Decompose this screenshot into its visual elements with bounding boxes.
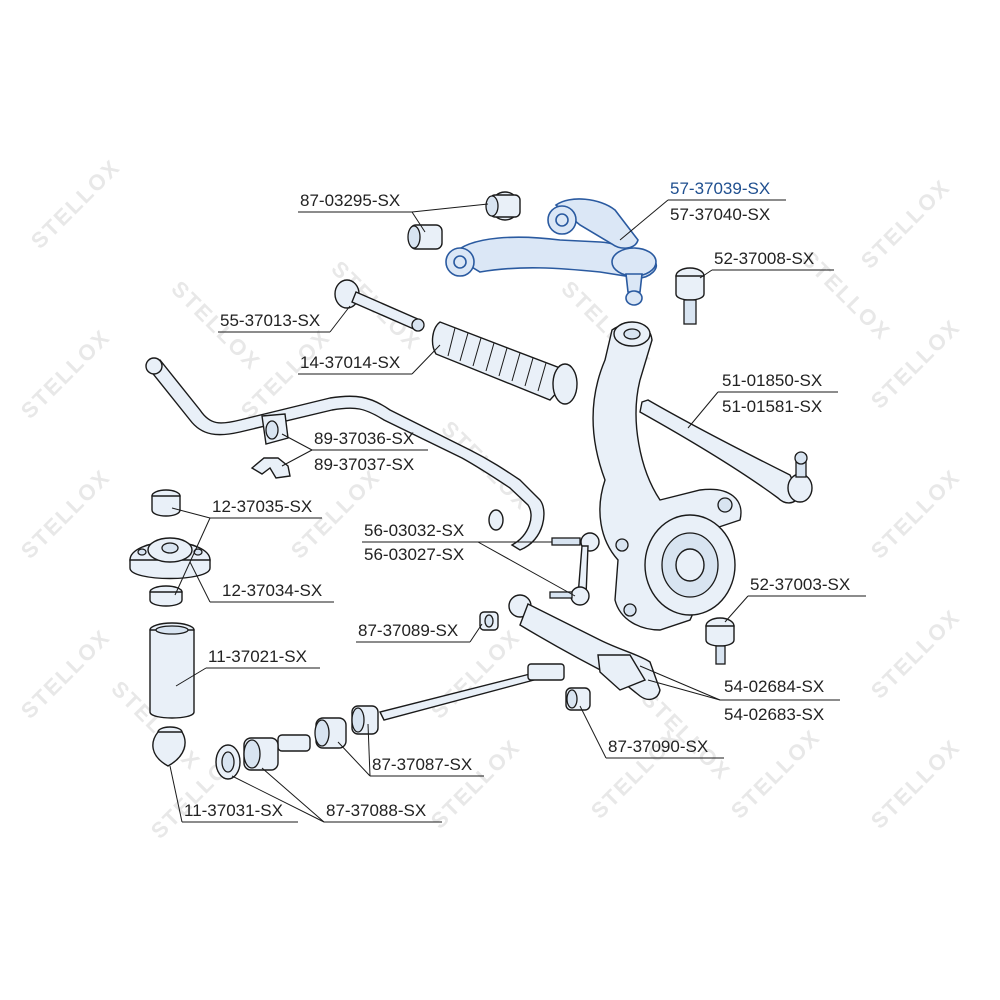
- stabilizer-bushing-89-37036[interactable]: [261, 413, 289, 445]
- tie-rod-55-37013[interactable]: [334, 279, 425, 332]
- watermark-text: STELLOX: [16, 624, 115, 723]
- watermark-text: STELLOX: [16, 324, 115, 423]
- label-56-03027[interactable]: 56-03027-SX: [364, 545, 464, 564]
- label-87-37088[interactable]: 87-37088-SX: [326, 801, 426, 820]
- label-55-37013[interactable]: 55-37013-SX: [220, 311, 320, 330]
- watermark-text: STELLOX: [26, 154, 125, 253]
- label-54-02684[interactable]: 54-02684-SX: [724, 677, 824, 696]
- label-89-37037[interactable]: 89-37037-SX: [314, 455, 414, 474]
- leader-lines: [169, 199, 866, 823]
- ball-joint-52-37008[interactable]: [675, 267, 705, 325]
- lower-arm-rod[interactable]: [378, 663, 565, 721]
- steering-boot-14-37014[interactable]: [431, 321, 578, 405]
- watermark-text: STELLOX: [426, 734, 525, 833]
- label-51-01850[interactable]: 51-01850-SX: [722, 371, 822, 390]
- watermark-text: STELLOX: [726, 724, 825, 823]
- strut-mount-12-37034[interactable]: [129, 537, 211, 607]
- bushing-87-37090[interactable]: [565, 687, 591, 711]
- label-56-03032[interactable]: 56-03032-SX: [364, 521, 464, 540]
- steering-knuckle[interactable]: [592, 321, 742, 631]
- dust-boot-11-37021[interactable]: [149, 622, 195, 719]
- mount-rubber-12-37035[interactable]: [151, 489, 181, 517]
- label-11-37021[interactable]: 11-37021-SX: [208, 647, 307, 666]
- watermark-text: STELLOX: [866, 464, 965, 563]
- label-14-37014[interactable]: 14-37014-SX: [300, 353, 400, 372]
- label-87-03295[interactable]: 87-03295-SX: [300, 191, 400, 210]
- label-87-37087[interactable]: 87-37087-SX: [372, 755, 472, 774]
- watermark-text: STELLOX: [16, 464, 115, 563]
- watermark-text: STELLOX: [866, 604, 965, 703]
- label-87-37090[interactable]: 87-37090-SX: [608, 737, 708, 756]
- bushing-87-03295-lower[interactable]: [407, 224, 443, 250]
- bushing-87-37087-a[interactable]: [351, 705, 379, 735]
- label-51-01581[interactable]: 51-01581-SX: [722, 397, 822, 416]
- label-57-37040[interactable]: 57-37040-SX: [670, 205, 770, 224]
- label-87-37089[interactable]: 87-37089-SX: [358, 621, 458, 640]
- label-52-37003[interactable]: 52-37003-SX: [750, 575, 850, 594]
- upper-control-arm-57-37039[interactable]: [445, 198, 657, 306]
- label-52-37008[interactable]: 52-37008-SX: [714, 249, 814, 268]
- bushing-87-03295-upper[interactable]: [485, 191, 521, 221]
- stabilizer-link-56-03032[interactable]: [549, 532, 600, 606]
- bump-stop-11-37031[interactable]: [152, 726, 186, 767]
- label-57-37039[interactable]: 57-37039-SX: [670, 179, 770, 198]
- label-11-37031[interactable]: 11-37031-SX: [184, 801, 283, 820]
- stabilizer-bracket-89-37037[interactable]: [250, 457, 291, 479]
- part-labels: 87-03295-SX 57-37039-SX 57-37040-SX 52-3…: [184, 179, 850, 820]
- label-12-37034[interactable]: 12-37034-SX: [222, 581, 322, 600]
- ball-joint-52-37003[interactable]: [705, 617, 735, 665]
- tie-rod-end-51-01850[interactable]: [639, 399, 813, 504]
- label-89-37036[interactable]: 89-37036-SX: [314, 429, 414, 448]
- label-54-02683[interactable]: 54-02683-SX: [724, 705, 824, 724]
- bushing-87-37087-b[interactable]: [277, 717, 347, 752]
- label-12-37035[interactable]: 12-37035-SX: [212, 497, 312, 516]
- bushing-87-37089[interactable]: [479, 611, 499, 631]
- stabilizer-bar[interactable]: [145, 357, 545, 551]
- bushing-87-37088[interactable]: [215, 737, 279, 780]
- watermark-text: STELLOX: [856, 174, 955, 273]
- watermark-text: STELLOX: [866, 734, 965, 833]
- lower-control-arm-54-02684[interactable]: [508, 594, 661, 701]
